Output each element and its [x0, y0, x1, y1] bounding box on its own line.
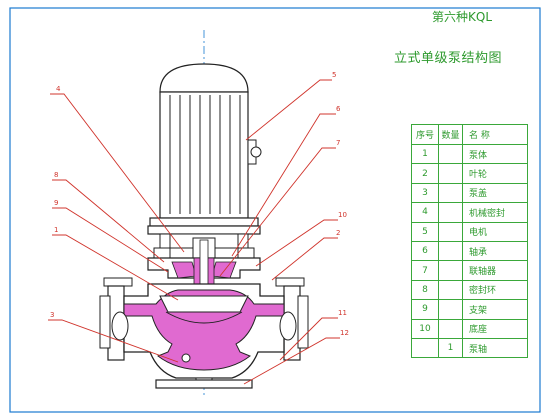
cell-name: 支架	[462, 299, 528, 320]
parts-table-header: 序号 数量 名 称	[411, 124, 528, 145]
cell-no: 7	[411, 260, 439, 281]
table-row: 3 泵盖	[411, 182, 528, 204]
table-row: 6 轴承	[411, 240, 528, 262]
table-row: 8 密封环	[411, 279, 528, 301]
cell-qty	[438, 318, 463, 339]
cell-name: 电机	[462, 221, 528, 242]
cell-name: 泵轴	[462, 337, 528, 359]
cell-no	[411, 337, 439, 359]
part-number: 12	[340, 329, 349, 337]
drawing-frame	[9, 7, 541, 413]
base	[155, 379, 253, 389]
cell-name: 机械密封	[462, 202, 528, 223]
table-row: 5 电机	[411, 221, 528, 242]
cell-no: 3	[411, 182, 439, 204]
cell-name: 叶轮	[462, 163, 528, 184]
part-number: 6	[336, 105, 341, 113]
cell-no: 10	[411, 318, 439, 339]
cell-name: 轴承	[462, 240, 528, 262]
part-number: 5	[332, 71, 336, 79]
cell-name: 底座	[462, 318, 528, 339]
cell-qty	[438, 182, 463, 204]
cell-qty	[438, 163, 463, 184]
cell-no: 1	[411, 143, 439, 165]
drawing-title: 第六种KQL	[432, 10, 493, 24]
part-number: 8	[54, 171, 58, 179]
header-qty: 数量	[438, 124, 463, 145]
part-number: 2	[336, 229, 340, 237]
drawing-subtitle: 立式单级泵结构图	[394, 51, 503, 66]
parts-table: 序号 数量 名 称 1 泵体 2 叶轮 3 泵盖 4 机械密封 5 电机 6 轴承 7 联轴器…	[411, 124, 528, 359]
leader-lines	[48, 79, 340, 385]
table-row: 4 机械密封	[411, 202, 528, 223]
cell-qty	[438, 299, 463, 320]
cell-no: 4	[411, 202, 439, 223]
cell-qty: 1	[438, 337, 463, 359]
table-row: 9 支架	[411, 299, 528, 320]
cell-qty	[438, 202, 463, 223]
cell-qty	[438, 240, 463, 262]
impeller	[159, 295, 249, 313]
part-number: 10	[338, 211, 347, 219]
table-row: 2 叶轮	[411, 163, 528, 184]
header-name: 名 称	[462, 124, 528, 145]
cell-name: 泵体	[462, 143, 528, 165]
part-number: 1	[54, 226, 58, 234]
cell-qty	[438, 143, 463, 165]
cell-qty	[438, 221, 463, 242]
header-no: 序号	[411, 124, 439, 145]
table-row: 1 泵体	[411, 143, 528, 165]
pump-body	[99, 277, 309, 387]
table-row: 7 联轴器	[411, 260, 528, 281]
cell-no: 5	[411, 221, 439, 242]
cell-name: 联轴器	[462, 260, 528, 281]
cell-no: 2	[411, 163, 439, 184]
cell-no: 9	[411, 299, 439, 320]
part-number: 4	[56, 85, 61, 93]
cell-no: 6	[411, 240, 439, 262]
table-row: 10 底座	[411, 318, 528, 339]
part-number: 11	[338, 309, 347, 317]
cell-qty	[438, 260, 463, 281]
cell-qty	[438, 279, 463, 301]
cell-name: 泵盖	[462, 182, 528, 204]
part-number: 3	[50, 311, 54, 319]
motor	[149, 63, 262, 227]
terminal-box-icon	[250, 146, 262, 158]
part-number: 7	[336, 139, 340, 147]
cell-no: 8	[411, 279, 439, 301]
part-numbers: 4 5 6 7 8 9 10 1 2 3 11 12	[50, 71, 349, 337]
part-number: 9	[54, 199, 58, 207]
cell-name: 密封环	[462, 279, 528, 301]
